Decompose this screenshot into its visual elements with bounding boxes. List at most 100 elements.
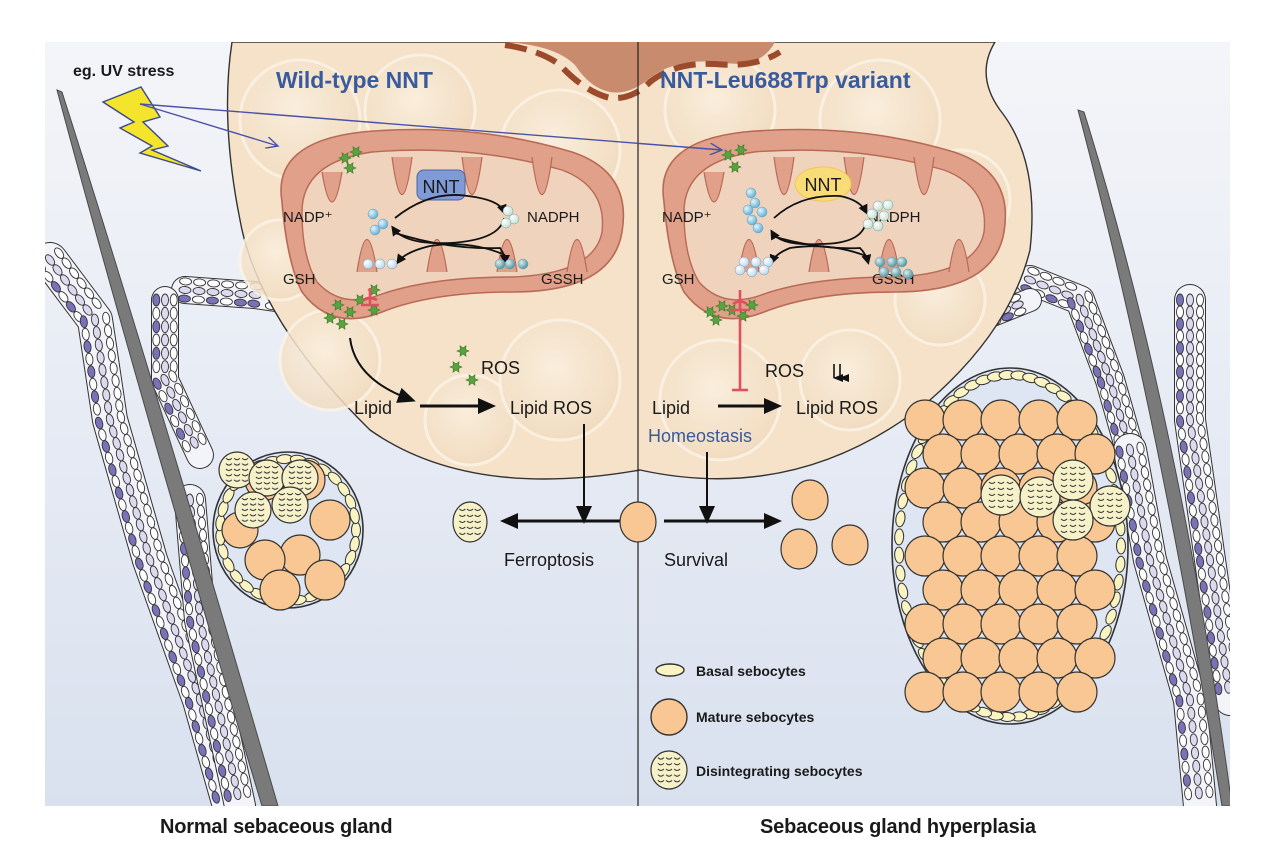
tissue-cell bbox=[1196, 554, 1205, 568]
tissue-cell bbox=[91, 297, 102, 309]
tissue-cell bbox=[211, 790, 220, 804]
tissue-cell bbox=[1014, 307, 1027, 317]
tissue-cell bbox=[1234, 679, 1243, 692]
crista bbox=[913, 156, 935, 195]
tissue-cell bbox=[1023, 275, 1037, 285]
gsh-label-right: GSH bbox=[662, 271, 695, 288]
granule bbox=[657, 762, 665, 766]
ros-particle bbox=[709, 314, 723, 326]
tissue-cell bbox=[1036, 280, 1049, 290]
molecule bbox=[890, 266, 902, 278]
granule bbox=[665, 780, 673, 783]
granule bbox=[673, 780, 681, 783]
legend-label-mature: Mature sebocytes bbox=[696, 709, 814, 725]
granule bbox=[458, 508, 466, 511]
granule bbox=[296, 471, 304, 474]
tissue-cell bbox=[1192, 759, 1201, 773]
basal-sebocyte bbox=[895, 510, 906, 528]
tissue-cell bbox=[179, 277, 193, 286]
granule bbox=[1036, 501, 1044, 504]
granule bbox=[997, 493, 1005, 496]
tissue-cell bbox=[237, 760, 246, 774]
granule bbox=[665, 762, 673, 766]
tissue-cell bbox=[89, 377, 98, 391]
granule bbox=[1069, 490, 1077, 493]
molecule bbox=[746, 214, 758, 226]
tissue-cell bbox=[152, 333, 161, 347]
tissue-cell bbox=[1186, 353, 1194, 367]
granule bbox=[1115, 510, 1123, 513]
granule bbox=[241, 508, 249, 511]
granule bbox=[241, 474, 249, 477]
granule bbox=[1060, 518, 1068, 521]
tissue-cell bbox=[45, 254, 56, 266]
granule bbox=[1027, 483, 1035, 486]
tissue-cell bbox=[83, 340, 92, 354]
tissue-cell bbox=[201, 638, 210, 652]
tissue-cell bbox=[181, 440, 191, 453]
mature-sebocyte bbox=[1056, 399, 1098, 441]
tissue-cell bbox=[168, 370, 178, 383]
granule bbox=[458, 514, 466, 517]
molecule bbox=[742, 204, 754, 216]
granule bbox=[257, 519, 265, 522]
molecule bbox=[878, 266, 890, 278]
tissue-cell bbox=[164, 402, 174, 415]
tissue-cell bbox=[94, 338, 103, 352]
molecule bbox=[886, 256, 898, 268]
tissue-cell bbox=[1209, 579, 1218, 592]
tissue-cell bbox=[152, 320, 161, 334]
granule bbox=[1115, 498, 1123, 501]
granule bbox=[271, 476, 279, 479]
tissue-cell bbox=[169, 320, 178, 334]
tissue-cell bbox=[1180, 747, 1189, 761]
granule bbox=[225, 474, 233, 477]
tissue-cell bbox=[227, 762, 237, 776]
molecule bbox=[502, 205, 514, 217]
ros-particle bbox=[343, 306, 357, 318]
granule bbox=[988, 499, 996, 502]
molecule bbox=[369, 224, 381, 236]
molecule bbox=[752, 222, 764, 234]
granule bbox=[241, 468, 249, 471]
granule bbox=[1069, 524, 1077, 527]
granule bbox=[294, 492, 302, 496]
granule bbox=[1069, 466, 1077, 469]
granule bbox=[255, 482, 263, 485]
tissue-cell bbox=[191, 420, 201, 433]
granule bbox=[458, 532, 466, 535]
granule bbox=[988, 505, 996, 508]
tissue-cell bbox=[1205, 618, 1214, 632]
lipid-vacuole bbox=[278, 308, 382, 412]
granule bbox=[233, 457, 241, 461]
granule bbox=[474, 508, 482, 511]
tissue-cell bbox=[1199, 437, 1208, 451]
tissue-cell bbox=[195, 613, 205, 627]
tissue-cell bbox=[1176, 341, 1184, 355]
granule bbox=[296, 482, 304, 485]
tissue-cell bbox=[1181, 453, 1190, 467]
ros-particle bbox=[331, 299, 345, 311]
tissue-cell bbox=[1202, 528, 1211, 541]
legend-label-basal: Basal sebocytes bbox=[696, 663, 806, 679]
granule bbox=[263, 482, 271, 485]
caption-normal-gland: Normal sebaceous gland bbox=[160, 816, 393, 838]
tissue-cell bbox=[69, 267, 80, 279]
granule bbox=[1036, 489, 1044, 492]
tissue-cell bbox=[1192, 679, 1202, 692]
granule bbox=[263, 465, 271, 469]
granule bbox=[466, 526, 474, 529]
granule bbox=[1036, 483, 1044, 486]
granule bbox=[241, 463, 249, 466]
granule bbox=[286, 514, 294, 517]
mature-sebocyte bbox=[1018, 671, 1060, 713]
tissue-cell bbox=[1001, 312, 1014, 322]
tissue-cell bbox=[158, 390, 168, 403]
granule bbox=[304, 487, 312, 490]
tissue-cell bbox=[67, 284, 78, 296]
molecule bbox=[862, 218, 874, 230]
tissue-cell bbox=[243, 785, 252, 798]
granule bbox=[1078, 484, 1086, 487]
granule bbox=[1060, 478, 1068, 481]
lipid-vacuole bbox=[798, 328, 902, 432]
